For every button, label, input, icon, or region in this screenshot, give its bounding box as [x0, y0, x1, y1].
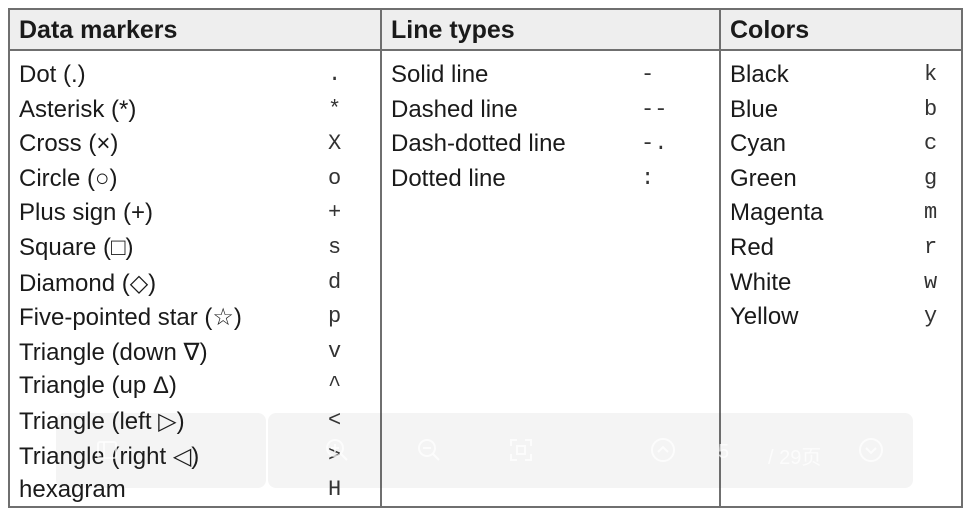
row-code: y	[924, 304, 938, 330]
table-row: Triangle (right ◁)>	[10, 442, 380, 477]
row-name: Triangle (left ▷)	[19, 407, 185, 435]
prev-page-icon[interactable]	[646, 433, 680, 467]
reference-table: Data markers Dot (.).Asterisk (*)*Cross …	[8, 8, 963, 508]
row-code: H	[328, 477, 342, 503]
table-row: Dot (.).	[10, 61, 380, 96]
table-row: Five-pointed star (☆) p	[10, 303, 380, 338]
toolbar-left-segment	[56, 413, 266, 488]
row-code: r	[924, 234, 938, 260]
row-code: o	[328, 165, 342, 191]
row-name: Circle (○)	[19, 164, 118, 192]
row-code: ^	[328, 373, 342, 399]
row-name: Magenta	[730, 199, 824, 227]
table-row: Black k	[721, 61, 961, 96]
data-markers-column: Data markers Dot (.).Asterisk (*)*Cross …	[10, 10, 380, 506]
table-row: Square (□) s	[10, 234, 380, 269]
current-page-number[interactable]: 5	[718, 441, 730, 463]
row-name: Dotted line	[391, 164, 506, 192]
table-row: Magenta m	[721, 199, 961, 234]
row-code: p	[328, 304, 342, 330]
row-name: Blue	[730, 95, 779, 123]
row-code: m	[924, 200, 938, 226]
row-code: c	[924, 131, 938, 157]
row-code: k	[924, 62, 938, 87]
table-row: Plus sign (+) +	[10, 199, 380, 234]
table-row: Triangle (left ▷) <	[10, 407, 380, 442]
table-row: Red r	[721, 234, 961, 269]
row-name: Black	[730, 61, 789, 88]
table-row: Dashed line --	[382, 96, 721, 131]
column-header: Line types	[382, 10, 721, 51]
row-name: Square (□)	[19, 233, 134, 261]
table-row: Dash-dotted line -.	[382, 130, 721, 165]
sidebar-icon[interactable]	[90, 433, 124, 467]
row-name: Dashed line	[391, 95, 518, 123]
column-header: Colors	[721, 10, 961, 51]
row-code: s	[328, 234, 342, 260]
table-row: Diamond (◇) d	[10, 269, 380, 304]
row-name: Triangle (up Δ)	[19, 372, 177, 400]
row-list: Solid line - Dashed line -- Dash-dotted line…	[382, 61, 721, 199]
row-name: hexagram	[19, 476, 126, 504]
row-code: +	[328, 200, 342, 226]
row-name: Triangle (down ∇)	[19, 338, 208, 366]
table-row: Cross (×) X	[10, 130, 380, 165]
row-code: X	[328, 131, 342, 157]
table-row: Asterisk (*) *	[10, 96, 380, 131]
table-row: Cyan c	[721, 130, 961, 165]
row-code: *	[328, 96, 342, 122]
fit-page-icon[interactable]	[504, 433, 538, 467]
row-code: -	[641, 62, 655, 87]
column-header: Data markers	[10, 10, 380, 51]
table-row: Solid line -	[382, 61, 721, 96]
column-header-label: Data markers	[19, 16, 178, 44]
line-types-column: Line types Solid line - Dashed line -- Dash-…	[380, 10, 721, 506]
zoom-in-icon[interactable]	[320, 433, 354, 467]
table-row: Blue b	[721, 96, 961, 131]
table-row: hexagram H	[10, 476, 380, 511]
row-name: Green	[730, 164, 797, 192]
row-name: Asterisk (*)	[19, 95, 137, 123]
pdf-viewer-toolbar: 5 / 29页	[56, 413, 913, 488]
row-code: v	[328, 338, 342, 364]
next-page-icon[interactable]	[854, 433, 888, 467]
table-row: Triangle (up Δ) ^	[10, 372, 380, 407]
row-name: Red	[730, 233, 775, 261]
row-code: :	[641, 165, 655, 191]
row-name: Triangle (right ◁)	[19, 442, 200, 470]
column-header-label: Line types	[391, 16, 515, 44]
table-row: Yellow y	[721, 303, 961, 338]
row-code: <	[328, 407, 342, 433]
zoom-out-icon[interactable]	[412, 433, 446, 467]
row-code: g	[924, 165, 938, 191]
table-row: Circle (○) o	[10, 165, 380, 200]
table-row: Dotted line:	[382, 165, 721, 200]
row-name: Five-pointed star (☆)	[19, 304, 242, 332]
row-name: Diamond (◇)	[19, 269, 157, 297]
row-code: b	[924, 96, 938, 122]
row-name: Dash-dotted line	[391, 130, 566, 158]
row-name: Yellow	[730, 303, 799, 331]
table-row: White w	[721, 269, 961, 304]
row-code: -.	[641, 131, 668, 157]
table-row: Green g	[721, 165, 961, 200]
row-code: --	[641, 96, 668, 122]
column-header-label: Colors	[730, 16, 810, 44]
row-code: .	[328, 62, 342, 87]
row-name: White	[730, 268, 792, 296]
row-name: Dot (.)	[19, 61, 86, 88]
row-code: w	[924, 269, 938, 295]
row-name: Cyan	[730, 130, 787, 158]
table-row: Triangle (down ∇) v	[10, 338, 380, 373]
total-pages-label: / 29页	[768, 447, 822, 469]
row-name: Solid line	[391, 61, 489, 88]
row-name: Cross (×)	[19, 130, 119, 158]
row-code: d	[328, 269, 342, 295]
row-name: Plus sign (+)	[19, 199, 154, 227]
toolbar-right-segment: 5 / 29页	[268, 413, 913, 488]
